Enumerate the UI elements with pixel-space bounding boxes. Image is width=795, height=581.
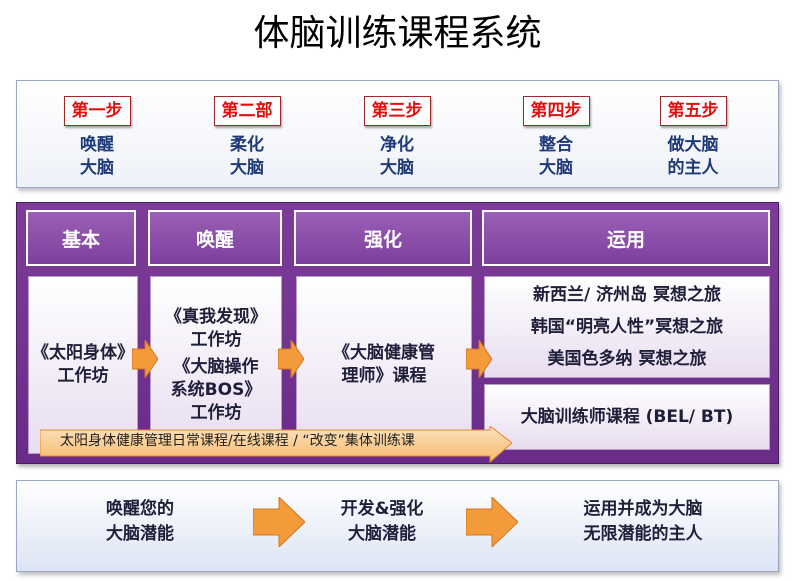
daily-course-label: 太阳身体健康管理日常课程/在线课程 / “改变”集体训练课 xyxy=(60,433,415,449)
arrow-right-icon xyxy=(466,340,492,378)
step-5-desc: 做大脑 的主人 xyxy=(667,135,719,178)
step-4: 第四步 整合 大脑 xyxy=(511,96,601,180)
arrow-right-icon xyxy=(132,340,158,378)
header-basic: 基本 xyxy=(26,210,136,266)
box-apply-trips: 新西兰/ 济州岛 冥想之旅 韩国“明亮人性”冥想之旅 美国色多纳 冥想之旅 xyxy=(484,276,770,378)
box-awaken: 《真我发现》 工作坊 《大脑操作 系统BOS》 工作坊 xyxy=(150,276,282,454)
trainer-course: 大脑训练师课程 (BEL/ BT) xyxy=(520,406,734,427)
strengthen-course: 《大脑健康管 理师》课程 xyxy=(333,343,435,386)
daily-course-arrow xyxy=(40,426,512,464)
basic-course: 《太阳身体》 工作坊 xyxy=(32,343,134,386)
trip-1: 新西兰/ 济州岛 冥想之旅 xyxy=(532,285,722,305)
page-title: 体脑训练课程系统 xyxy=(253,13,542,54)
step-1-label: 第一步 xyxy=(63,96,131,126)
awaken-course-2: 《大脑操作 系统BOS》 工作坊 xyxy=(170,356,262,423)
outcome-2: 开发&强化 大脑潜能 xyxy=(340,499,424,544)
arrow-right-icon xyxy=(278,340,304,378)
header-strengthen: 强化 xyxy=(294,210,472,266)
step-5: 第五步 做大脑 的主人 xyxy=(648,96,738,180)
step-1: 第一步 唤醒 大脑 xyxy=(52,96,142,180)
step-4-label: 第四步 xyxy=(522,96,590,126)
outcome-1: 唤醒您的 大脑潜能 xyxy=(106,499,174,544)
step-3: 第三步 净化 大脑 xyxy=(352,96,442,180)
step-3-desc: 净化 大脑 xyxy=(380,135,414,178)
header-apply: 运用 xyxy=(482,210,770,266)
box-apply-course: 大脑训练师课程 (BEL/ BT) xyxy=(484,384,770,450)
step-2-label: 第二部 xyxy=(213,96,281,126)
trip-2: 韩国“明亮人性”冥想之旅 xyxy=(530,317,724,337)
box-strengthen: 《大脑健康管 理师》课程 xyxy=(296,276,472,454)
step-2-desc: 柔化 大脑 xyxy=(230,135,264,178)
awaken-course-1: 《真我发现》 工作坊 xyxy=(165,306,267,350)
trip-3: 美国色多纳 冥想之旅 xyxy=(547,349,707,369)
step-1-desc: 唤醒 大脑 xyxy=(80,135,114,178)
arrow-right-icon xyxy=(466,497,518,547)
arrow-right-icon xyxy=(253,497,305,547)
step-3-label: 第三步 xyxy=(363,96,431,126)
step-4-desc: 整合 大脑 xyxy=(539,135,573,178)
outcome-panel xyxy=(16,480,779,572)
step-5-label: 第五步 xyxy=(659,96,727,126)
outcome-3: 运用并成为大脑 无限潜能的主人 xyxy=(583,499,703,544)
step-2: 第二部 柔化 大脑 xyxy=(202,96,292,180)
header-awaken: 唤醒 xyxy=(148,210,282,266)
